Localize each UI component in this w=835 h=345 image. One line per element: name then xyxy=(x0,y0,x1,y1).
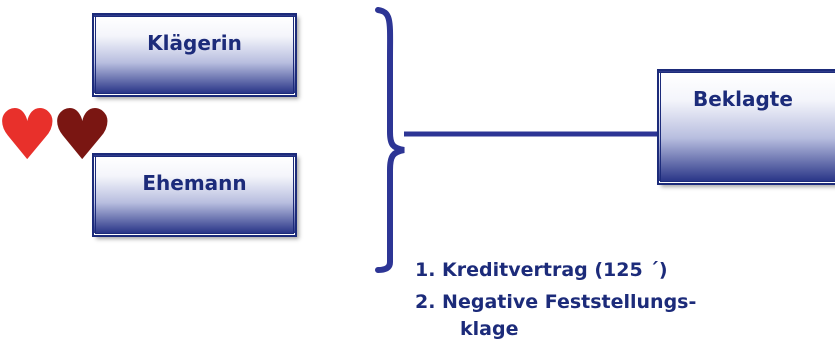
plaintiff-label: Klägerin xyxy=(147,31,242,55)
husband-label: Ehemann xyxy=(142,171,247,195)
plaintiff-box: Klägerin xyxy=(92,13,297,97)
defendant-label: Beklagte xyxy=(693,87,793,111)
note-credit-contract: 1. Kreditvertrag (125 ´) xyxy=(415,259,668,281)
curly-brace xyxy=(375,7,405,273)
note-negative-declaratory-line1: 2. Negative Feststellungs- xyxy=(415,291,697,313)
note-negative-declaratory-line2: klage xyxy=(460,318,519,340)
heart-icon: ♥ xyxy=(51,94,114,176)
husband-box: Ehemann xyxy=(92,153,297,237)
heart-icon: ♥ xyxy=(0,94,59,176)
defendant-box: Beklagte xyxy=(657,69,835,185)
